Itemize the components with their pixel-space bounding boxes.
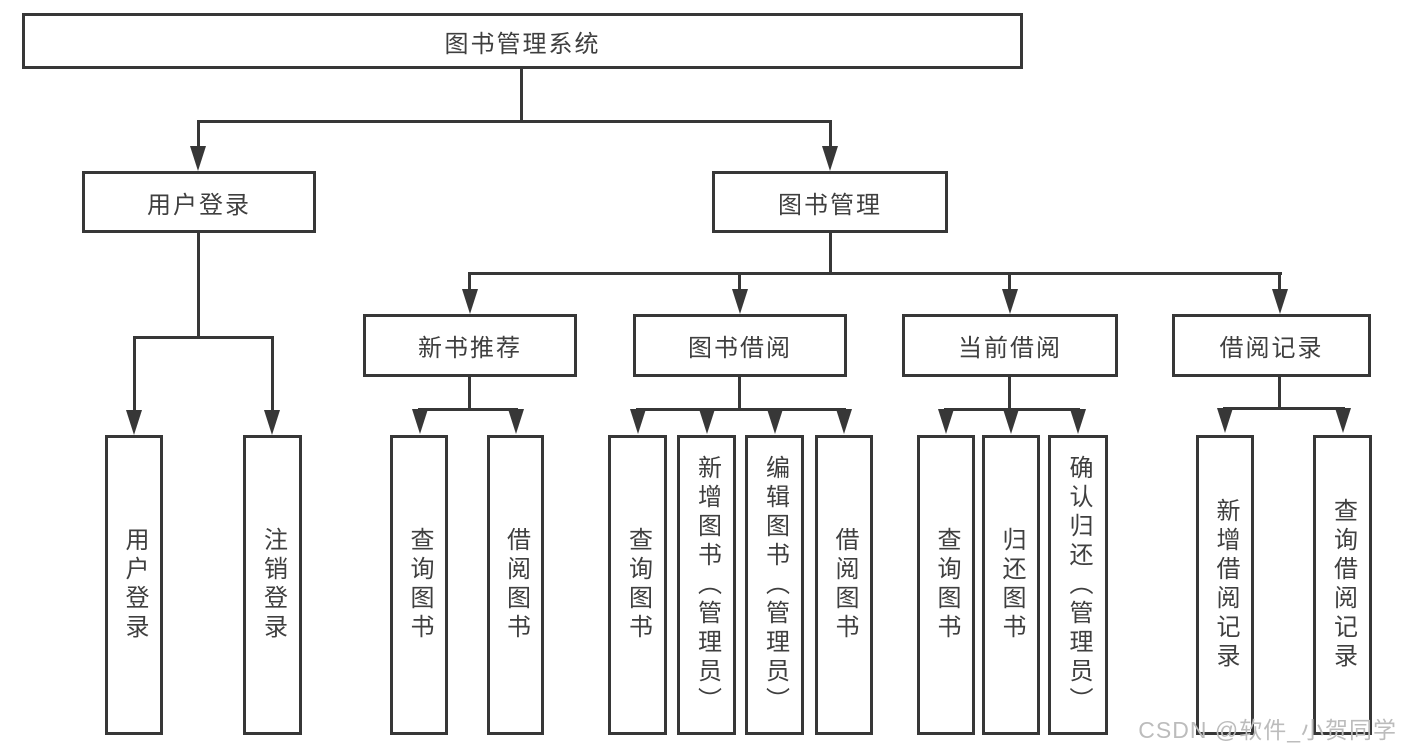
connector-line xyxy=(829,120,832,147)
node-user-login: 用户登录 xyxy=(82,171,316,233)
connector-line xyxy=(1008,272,1011,290)
connector-line xyxy=(468,272,1282,275)
leaf-query-books-borrowing: 查询图书 xyxy=(608,435,667,735)
leaf-user-login: 用户登录 xyxy=(105,435,163,735)
leaf-add-borrow-record: 新增借阅记录 xyxy=(1196,435,1254,735)
connector-line xyxy=(197,120,832,123)
connector-line xyxy=(520,69,523,120)
leaf-confirm-return-admin: 确认归还（管理员） xyxy=(1048,435,1108,735)
leaf-query-books-recommend: 查询图书 xyxy=(390,435,448,735)
arrow-down-icon xyxy=(412,409,428,434)
arrow-down-icon xyxy=(938,409,954,434)
arrow-down-icon xyxy=(508,409,524,434)
node-new-book-recommend: 新书推荐 xyxy=(363,314,577,377)
connector-line xyxy=(1278,377,1281,409)
arrow-down-icon xyxy=(1335,408,1351,433)
connector-line xyxy=(738,377,741,410)
connector-line xyxy=(133,336,273,339)
connector-line xyxy=(197,233,200,338)
node-library-system: 图书管理系统 xyxy=(22,13,1023,69)
leaf-query-borrow-record: 查询借阅记录 xyxy=(1313,435,1372,735)
arrow-down-icon xyxy=(699,409,715,434)
node-book-management: 图书管理 xyxy=(712,171,948,233)
leaf-edit-books-admin: 编辑图书（管理员） xyxy=(745,435,804,735)
node-book-borrowing: 图书借阅 xyxy=(633,314,847,377)
connector-line xyxy=(468,272,471,290)
node-current-borrowing: 当前借阅 xyxy=(902,314,1118,377)
arrow-down-icon xyxy=(767,409,783,434)
connector-line xyxy=(133,336,136,411)
arrow-down-icon xyxy=(126,410,142,435)
connector-line xyxy=(468,377,471,410)
connector-line xyxy=(271,336,274,411)
arrow-down-icon xyxy=(264,410,280,435)
leaf-borrow-books-borrowing: 借阅图书 xyxy=(815,435,873,735)
arrow-down-icon xyxy=(630,409,646,434)
arrow-down-icon xyxy=(1272,289,1288,314)
arrow-down-icon xyxy=(1070,409,1086,434)
leaf-query-books-current: 查询图书 xyxy=(917,435,975,735)
arrow-down-icon xyxy=(1003,409,1019,434)
arrow-down-icon xyxy=(462,289,478,314)
arrow-down-icon xyxy=(732,289,748,314)
connector-line xyxy=(738,272,741,290)
arrow-down-icon xyxy=(190,146,206,171)
csdn-watermark: CSDN @软件_小贺同学 xyxy=(1138,717,1397,743)
arrow-down-icon xyxy=(822,146,838,171)
arrow-down-icon xyxy=(836,409,852,434)
connector-line xyxy=(1223,407,1345,410)
arrow-down-icon xyxy=(1217,408,1233,433)
node-borrowing-records: 借阅记录 xyxy=(1172,314,1371,377)
connector-line xyxy=(1278,272,1281,290)
leaf-return-books: 归还图书 xyxy=(982,435,1040,735)
leaf-borrow-books-recommend: 借阅图书 xyxy=(487,435,544,735)
connector-line xyxy=(829,233,832,274)
leaf-logout: 注销登录 xyxy=(243,435,302,735)
connector-line xyxy=(197,120,200,147)
leaf-add-books-admin: 新增图书（管理员） xyxy=(677,435,736,735)
connector-line xyxy=(418,408,518,411)
connector-line xyxy=(636,408,846,411)
arrow-down-icon xyxy=(1002,289,1018,314)
connector-line xyxy=(1008,377,1011,410)
